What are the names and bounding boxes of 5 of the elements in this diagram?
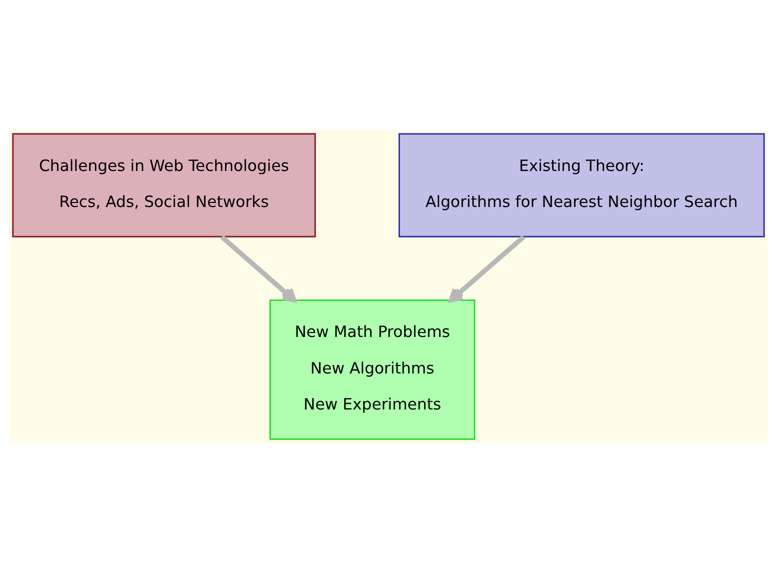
node-box: New Math Problems New Algorithms New Experiments [269,298,476,440]
node-box: Challenges in Web Technologies Recs, Ads, Social Networks [12,132,316,237]
arrow [448,234,526,302]
arrow [220,234,296,302]
node-box: Existing Theory: Algorithms for Nearest Neighbor Search [398,132,765,237]
